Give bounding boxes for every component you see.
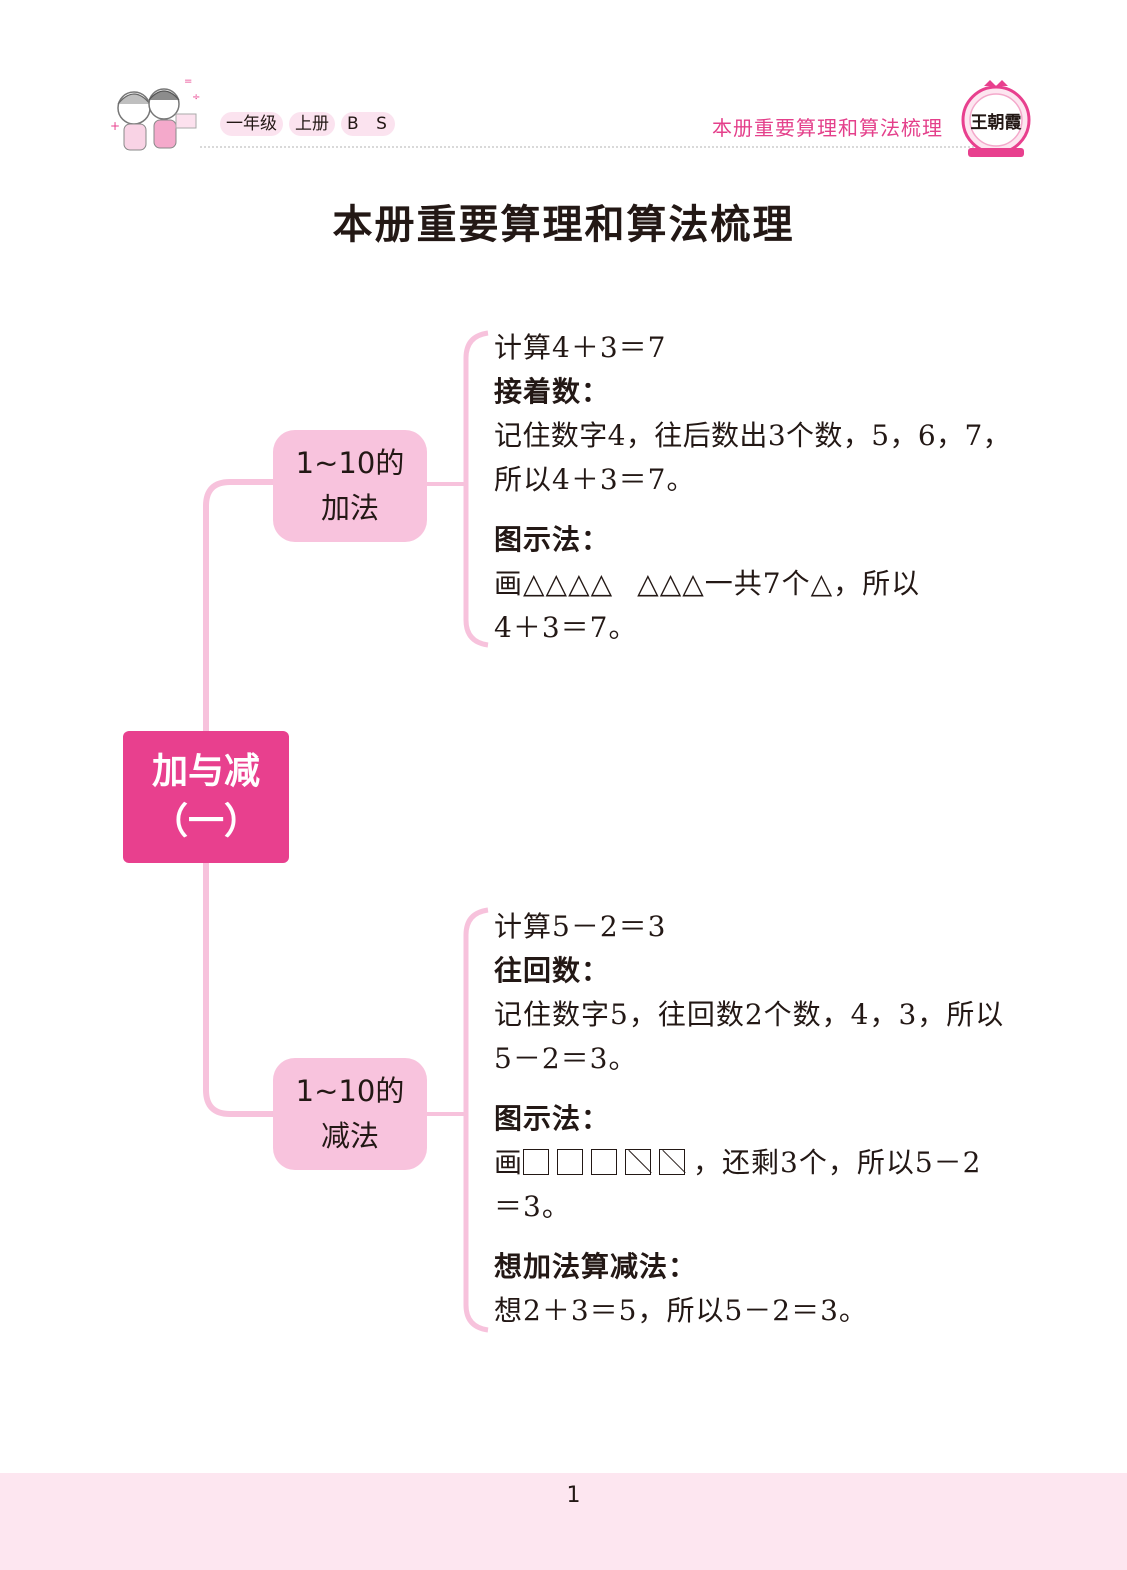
triangle-group-b: △△△ <box>637 567 705 600</box>
square-icon <box>591 1149 618 1175</box>
triangle-group-a: △△△△ <box>523 567 614 600</box>
subtraction-content: 计算5－2＝3 往回数： 记住数字5，往回数2个数，4，3，所以 5－2＝3。 … <box>494 905 1034 1333</box>
crossed-square-icon <box>625 1149 652 1175</box>
grade-tags: 一年级 上册 B S <box>220 112 395 136</box>
diagram-result: 4＋3＝7。 <box>494 611 638 644</box>
addition-content: 计算4＋3＝7 接着数： 记住数字4，往后数出3个数，5，6，7， 所以4＋3＝… <box>494 326 1034 650</box>
calc-example: 计算4＋3＝7 <box>494 331 667 364</box>
diagram-prefix: 画 <box>494 1146 524 1179</box>
diagram-line: 画△△△△△△△一共7个△，所以 <box>494 562 1034 606</box>
method-text-line: 记住数字4，往后数出3个数，5，6，7， <box>494 419 1012 452</box>
svg-text:÷: ÷ <box>192 92 200 103</box>
diagram-result: ＝3。 <box>494 1190 571 1223</box>
diagram-prefix: 画 <box>494 567 524 600</box>
method-text-line: 记住数字5，往回数2个数，4，3，所以 <box>494 998 1005 1031</box>
header-section-title: 本册重要算理和算法梳理 <box>712 116 943 140</box>
diagram-line: 画 ，还剩3个，所以5－2 <box>494 1141 1034 1185</box>
branch-label-line1: 1~10的 <box>295 1074 405 1108</box>
method-text-line: 想2＋3＝5，所以5－2＝3。 <box>494 1294 868 1327</box>
branch-label-line1: 1~10的 <box>295 446 405 480</box>
method-title-diagram: 图示法： <box>494 1102 611 1135</box>
square-icon <box>523 1149 550 1175</box>
method-title-diagram: 图示法： <box>494 523 611 556</box>
edition-tag: B S <box>341 112 395 136</box>
branch-node-subtraction: 1~10的 减法 <box>273 1058 427 1170</box>
page-title: 本册重要算理和算法梳理 <box>332 202 795 248</box>
method-text-line: 所以4＋3＝7。 <box>494 463 696 496</box>
diagram-suffix: ，还剩3个，所以5－2 <box>693 1146 982 1179</box>
brand-seal-icon <box>961 80 1031 157</box>
branch-label-line2: 加法 <box>320 491 379 525</box>
grade-tag: 一年级 <box>220 112 283 136</box>
svg-text:+: + <box>110 119 120 133</box>
method-title-count-on: 接着数： <box>494 375 611 408</box>
branch-node-addition: 1~10的 加法 <box>273 430 427 542</box>
branch-label-line2: 减法 <box>320 1119 379 1153</box>
crossed-square-icon <box>659 1149 686 1175</box>
method-title-count-back: 往回数： <box>494 954 611 987</box>
header-divider <box>200 146 990 148</box>
root-node-subtitle: （一） <box>151 801 260 842</box>
calc-example: 计算5－2＝3 <box>494 910 667 943</box>
cartoon-kids-icon: + = ÷ <box>110 76 200 151</box>
page-number: 1 <box>566 1483 581 1508</box>
root-node: 加与减 （一） <box>123 731 289 863</box>
square-icon <box>557 1149 584 1175</box>
brand-name: 王朝霞 <box>970 113 1022 133</box>
diagram-suffix: 一共7个△，所以 <box>704 567 921 600</box>
footer-band <box>0 1473 1127 1570</box>
method-title-think-addition: 想加法算减法： <box>494 1250 698 1283</box>
root-node-title: 加与减 <box>151 751 260 792</box>
svg-text:=: = <box>184 76 192 87</box>
method-text-line: 5－2＝3。 <box>494 1042 638 1075</box>
volume-tag: 上册 <box>289 112 335 136</box>
